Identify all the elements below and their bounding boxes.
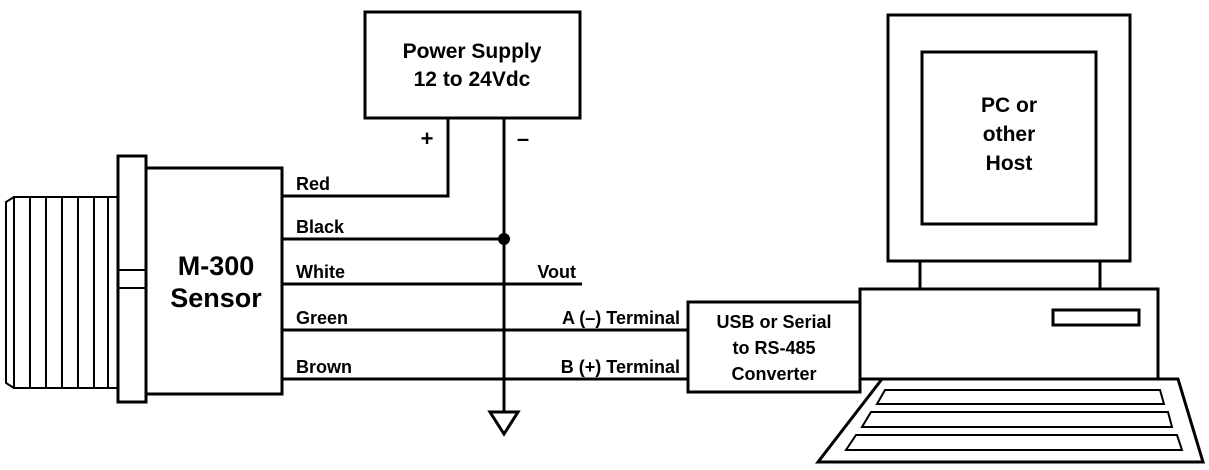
- wire-label-red: Red: [296, 174, 330, 194]
- ground-symbol: [487, 410, 521, 437]
- host-label-line1: PC or: [981, 94, 1037, 117]
- minus-terminal-label: –: [517, 126, 529, 151]
- converter-label-line1: USB or Serial: [716, 312, 831, 332]
- terminal-label-b: B (+) Terminal: [561, 357, 680, 377]
- terminal-label-vout: Vout: [537, 262, 576, 282]
- keyboard-row-1: [875, 389, 1166, 405]
- sensor-flange: [116, 154, 148, 404]
- wire-label-white: White: [296, 262, 345, 282]
- monitor-screen: [920, 50, 1098, 226]
- m300-sensor: M-300 Sensor: [5, 154, 284, 404]
- terminal-label-a: A (–) Terminal: [562, 308, 680, 328]
- wire-label-brown: Brown: [296, 357, 352, 377]
- keyboard-row-3: [844, 434, 1184, 451]
- red-wire: [282, 118, 450, 198]
- wire-labels: Red Black White Green Brown Vout A (–) T…: [296, 174, 680, 377]
- converter-label-line2: to RS-485: [732, 338, 815, 358]
- junction-dot: [498, 233, 510, 245]
- power-supply-label-line2: 12 to 24Vdc: [414, 68, 531, 91]
- host-computer: PC or other Host: [814, 13, 1206, 464]
- disk-slot: [1051, 308, 1141, 327]
- computer-case: [858, 287, 1160, 381]
- sensor-body: [144, 166, 284, 396]
- power-supply-box: [363, 10, 582, 120]
- wire-label-green: Green: [296, 308, 348, 328]
- plus-terminal-label: +: [421, 126, 434, 151]
- sensor-thread: [5, 196, 118, 389]
- keyboard-row-2: [860, 411, 1174, 428]
- wires: [282, 118, 688, 437]
- converter-label-line3: Converter: [731, 364, 816, 384]
- rs485-converter: USB or Serial to RS-485 Converter: [686, 300, 862, 394]
- host-label-line3: Host: [986, 152, 1033, 175]
- power-supply-label-line1: Power Supply: [403, 40, 542, 63]
- keyboard: [814, 377, 1206, 464]
- wire-label-black: Black: [296, 217, 345, 237]
- sensor-label-line2: Sensor: [170, 283, 262, 313]
- power-supply: Power Supply 12 to 24Vdc + –: [363, 10, 582, 151]
- monitor-neck: [918, 259, 1102, 291]
- host-label-line2: other: [983, 123, 1036, 146]
- sensor-label-line1: M-300: [178, 251, 255, 281]
